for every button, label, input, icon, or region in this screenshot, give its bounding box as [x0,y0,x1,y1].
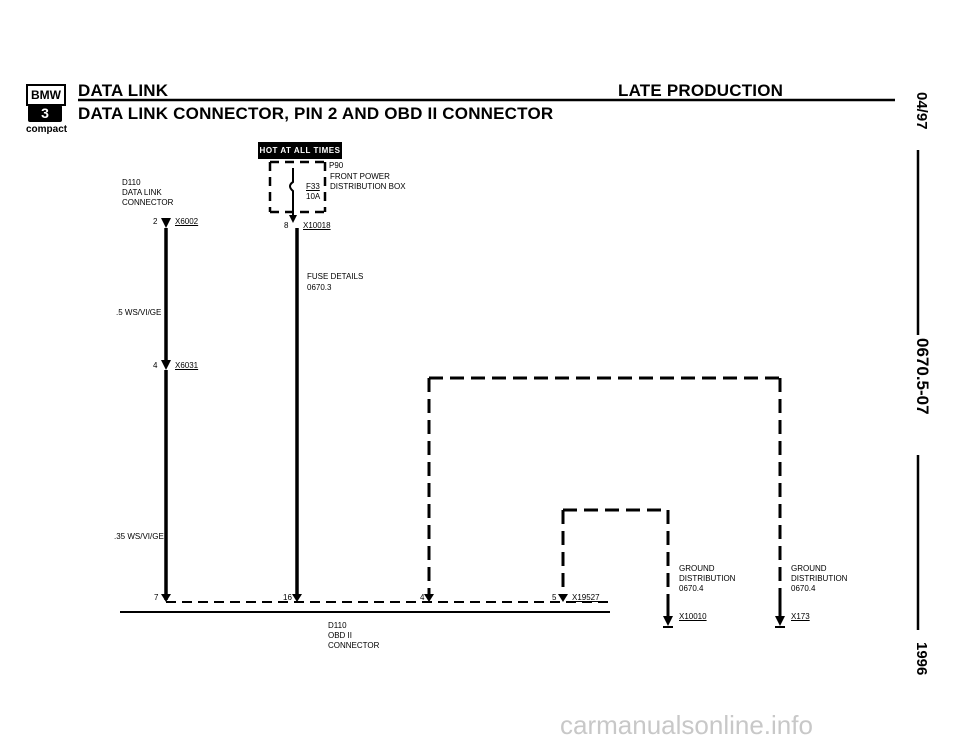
dlc-connector: X6002 [175,217,199,226]
obd-pin-5: 5 [552,593,557,602]
fuse-connector: X10018 [303,221,331,230]
page-subtitle: DATA LINK CONNECTOR, PIN 2 AND OBD II CO… [78,104,554,123]
obd-connector-id: X19527 [572,593,600,602]
ground1-connector: X10010 [679,612,707,621]
hot-at-all-times-badge: HOT AT ALL TIMES [258,142,342,159]
page-title: DATA LINK [78,81,169,100]
obd-pin-4-marker [424,594,434,602]
splice-pin: 4 [153,361,158,370]
ground1-sub: DISTRIBUTION [679,574,736,583]
obd-code: D110 [328,621,347,630]
obd-name-2: CONNECTOR [328,641,380,650]
watermark: carmanualsonline.info [560,710,813,740]
fuse-rating: 10A [306,192,321,201]
ground1-marker [663,616,673,626]
ground1-title: GROUND [679,564,715,573]
fuse-pin: 8 [284,221,289,230]
obd-pin-5-marker [558,594,568,602]
shield-inner [561,508,670,598]
fuse-box-code: P90 [329,161,344,170]
production-label: LATE PRODUCTION [618,81,784,100]
splice-connector: X6031 [175,361,199,370]
ground2-connector: X173 [791,612,810,621]
dlc-name: DATA LINK [122,188,162,197]
splice-marker [161,360,171,370]
fuse-box-outline [268,160,327,214]
obd-pin-4: 4 [420,593,425,602]
dlc-pin-marker [161,218,171,228]
fuse-pin-marker [289,215,297,223]
fuse-id: F33 [306,182,320,191]
obd-pin-7-marker [161,594,171,602]
model-3-badge: 3 [28,105,62,122]
fuse-symbol [289,168,294,215]
fuse-box-name-2: DISTRIBUTION BOX [330,182,406,191]
obd-pin-16-marker [292,594,302,602]
ground1-ref: 0670.4 [679,584,704,593]
obd-pin-16: 16 [283,593,292,602]
shield-outer [427,376,782,598]
obd-name: OBD II [328,631,353,640]
dlc-pin: 2 [153,217,158,226]
ground2-sub: DISTRIBUTION [791,574,848,583]
ground2-title: GROUND [791,564,827,573]
obd-pin-7: 7 [154,593,159,602]
dlc-name-2: CONNECTOR [122,198,174,207]
fuse-box-name-1: FRONT POWER [330,172,390,181]
fuse-details-label: FUSE DETAILS [307,272,364,281]
wire-label-lower: .35 WS/VI/GE [114,532,164,541]
logo-subtitle: compact [26,124,68,135]
ground2-ref: 0670.4 [791,584,816,593]
fuse-details-ref: 0670.3 [307,283,332,292]
dlc-code: D110 [122,178,141,187]
wire-label-upper: .5 WS/VI/GE [116,308,162,317]
ground2-marker [775,616,785,626]
